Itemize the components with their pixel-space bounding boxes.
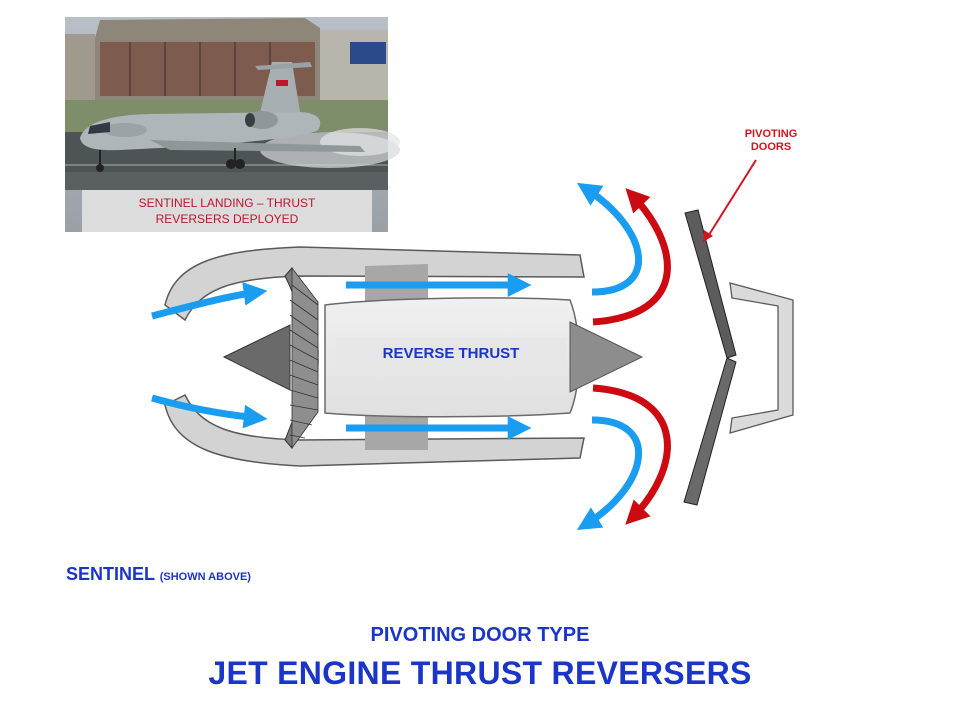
nacelle-lower-cowl [164, 393, 585, 467]
reversed-bypass-arrow-lower [576, 416, 643, 530]
pivoting-door-upper [684, 209, 737, 359]
exhaust-cone [569, 321, 644, 393]
reversed-core-arrow-lower [592, 384, 671, 525]
photo-caption-line2: REVERSERS DEPLOYED [155, 212, 299, 226]
reversed-bypass-arrow-upper [577, 182, 643, 296]
door-type-subtitle: PIVOTING DOOR TYPE [370, 624, 590, 646]
pivoting-label-line2: DOORS [750, 141, 792, 153]
intake-arrow-upper [151, 282, 268, 320]
pivoting-label-line1: PIVOTING [744, 128, 798, 140]
sentinel-note: (SHOWN ABOVE) [159, 571, 251, 583]
pivoting-doors-label: PIVOTING DOORS [728, 128, 814, 154]
sentinel-landing-photo [65, 17, 400, 232]
photo-caption-line1: SENTINEL LANDING – THRUST [138, 196, 316, 210]
intake-arrow-lower [151, 394, 268, 429]
fan-blades [284, 266, 319, 450]
pivoting-doors-pointer [706, 159, 757, 239]
nacelle-upper-cowl [164, 246, 585, 322]
page-title: JET ENGINE THRUST REVERSERS [208, 655, 752, 691]
sentinel-heading: SENTINEL (SHOWN ABOVE) [66, 564, 251, 585]
rear-nozzle [729, 282, 794, 434]
spinner-cone [222, 324, 291, 391]
photo-caption: SENTINEL LANDING – THRUST REVERSERS DEPL… [82, 190, 372, 232]
reverse-thrust-label: REVERSE THRUST [382, 345, 520, 362]
sentinel-text: SENTINEL [66, 564, 155, 584]
reversed-core-arrow-upper [592, 188, 671, 326]
pivoting-door-lower [683, 357, 737, 506]
